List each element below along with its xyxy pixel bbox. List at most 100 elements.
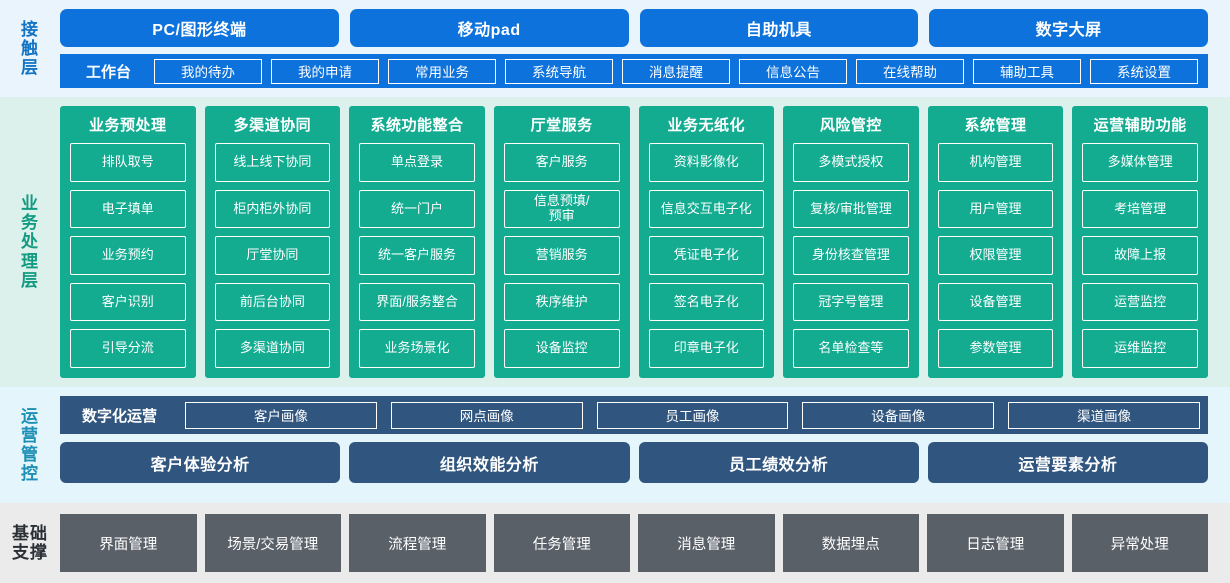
workbench-item-common-business[interactable]: 常用业务 bbox=[388, 58, 497, 84]
business-column-lobby-service: 厅堂服务 客户服务 信息预填/ 预审 营销服务 秩序维护 设备监控 bbox=[493, 106, 630, 378]
workbench-item-aux-tools[interactable]: 辅助工具 bbox=[973, 58, 1082, 84]
analysis-item-org-efficiency[interactable]: 组织效能分析 bbox=[349, 442, 630, 483]
contact-layer: 接 触 层 PC/图形终端 移动pad 自助机具 数字大屏 工作台 我的待办 我… bbox=[0, 0, 1230, 97]
business-item[interactable]: 业务预约 bbox=[70, 236, 186, 275]
business-item[interactable]: 界面/服务整合 bbox=[359, 282, 475, 322]
business-layer-label-char: 务 bbox=[21, 213, 39, 233]
business-column-multichannel: 多渠道协同 线上线下协同 柜内柜外协同 厅堂协同 前后台协同 多渠道协同 bbox=[204, 106, 341, 378]
channel-item-mobile-pad[interactable]: 移动pad bbox=[349, 9, 629, 48]
column-items: 资料影像化 信息交互电子化 凭证电子化 签名电子化 印章电子化 bbox=[648, 143, 765, 368]
business-item[interactable]: 考培管理 bbox=[1082, 189, 1198, 229]
channel-item-digital-screen[interactable]: 数字大屏 bbox=[929, 9, 1208, 48]
column-title: 系统管理 bbox=[964, 117, 1027, 134]
workbench-item-system-navigation[interactable]: 系统导航 bbox=[505, 58, 614, 84]
base-item-ui-management[interactable]: 界面管理 bbox=[60, 514, 197, 572]
business-item[interactable]: 设备监控 bbox=[503, 329, 620, 368]
business-item[interactable]: 客户服务 bbox=[503, 143, 620, 182]
business-item[interactable]: 用户管理 bbox=[937, 189, 1054, 229]
column-items: 单点登录 统一门户 统一客户服务 界面/服务整合 业务场景化 bbox=[359, 143, 475, 368]
workbench-item-my-todo[interactable]: 我的待办 bbox=[154, 58, 263, 84]
business-item[interactable]: 客户识别 bbox=[70, 282, 186, 322]
business-item[interactable]: 柜内柜外协同 bbox=[214, 189, 331, 229]
business-item[interactable]: 名单检查等 bbox=[793, 329, 909, 368]
contact-layer-body: PC/图形终端 移动pad 自助机具 数字大屏 工作台 我的待办 我的申请 常用… bbox=[60, 0, 1230, 97]
business-item[interactable]: 故障上报 bbox=[1082, 236, 1198, 275]
business-item[interactable]: 运营监控 bbox=[1082, 282, 1198, 322]
digital-operations-title: 数字化运营 bbox=[82, 407, 158, 425]
business-item[interactable]: 参数管理 bbox=[937, 329, 1054, 368]
business-item[interactable]: 厅堂协同 bbox=[214, 236, 331, 275]
column-title: 多渠道协同 bbox=[233, 117, 312, 134]
business-item[interactable]: 统一门户 bbox=[359, 189, 475, 229]
business-column-system-management: 系统管理 机构管理 用户管理 权限管理 设备管理 参数管理 bbox=[927, 106, 1064, 378]
portrait-item-branch[interactable]: 网点画像 bbox=[390, 401, 583, 429]
analysis-item-ops-factors[interactable]: 运营要素分析 bbox=[927, 442, 1208, 483]
workbench-item-message-reminder[interactable]: 消息提醒 bbox=[622, 58, 731, 84]
operations-layer-label-char: 控 bbox=[21, 464, 39, 484]
business-item[interactable]: 多渠道协同 bbox=[214, 329, 331, 368]
business-item[interactable]: 多模式授权 bbox=[793, 143, 909, 182]
base-item-scenario-transaction[interactable]: 场景/交易管理 bbox=[204, 514, 341, 572]
column-title: 厅堂服务 bbox=[530, 117, 593, 134]
portrait-item-channel[interactable]: 渠道画像 bbox=[1008, 401, 1200, 429]
portrait-item-device[interactable]: 设备画像 bbox=[802, 401, 995, 429]
business-item[interactable]: 冠字号管理 bbox=[793, 282, 909, 322]
business-item[interactable]: 多媒体管理 bbox=[1082, 143, 1198, 182]
business-item[interactable]: 凭证电子化 bbox=[648, 236, 765, 275]
column-items: 客户服务 信息预填/ 预审 营销服务 秩序维护 设备监控 bbox=[503, 143, 620, 368]
base-support-layer-label-line: 支撑 bbox=[12, 543, 48, 562]
column-title: 业务无纸化 bbox=[667, 117, 746, 134]
business-item[interactable]: 机构管理 bbox=[937, 143, 1054, 182]
workbench-title: 工作台 bbox=[86, 63, 132, 81]
business-item[interactable]: 信息预填/ 预审 bbox=[503, 189, 620, 229]
business-item[interactable]: 印章电子化 bbox=[648, 329, 765, 368]
business-item[interactable]: 排队取号 bbox=[70, 143, 186, 182]
business-item[interactable]: 设备管理 bbox=[937, 282, 1054, 322]
business-layer-label-char: 层 bbox=[21, 270, 39, 290]
business-item[interactable]: 线上线下协同 bbox=[214, 143, 331, 182]
business-item[interactable]: 业务场景化 bbox=[359, 329, 475, 368]
analysis-item-customer-experience[interactable]: 客户体验分析 bbox=[60, 442, 341, 483]
business-layer-body: 业务预处理 排队取号 电子填单 业务预约 客户识别 引导分流 多渠道协同 线上线… bbox=[60, 97, 1230, 387]
base-item-exception-handling[interactable]: 异常处理 bbox=[1071, 514, 1208, 572]
column-title: 风险管控 bbox=[819, 117, 882, 134]
business-item[interactable]: 引导分流 bbox=[70, 329, 186, 368]
portrait-item-employee[interactable]: 员工画像 bbox=[596, 401, 789, 429]
business-item[interactable]: 信息交互电子化 bbox=[648, 189, 765, 229]
business-item[interactable]: 身份核查管理 bbox=[793, 236, 909, 275]
base-item-data-tracking[interactable]: 数据埋点 bbox=[782, 514, 919, 572]
base-item-task-management[interactable]: 任务管理 bbox=[493, 514, 630, 572]
digital-operations-row: 数字化运营 客户画像 网点画像 员工画像 设备画像 渠道画像 bbox=[60, 396, 1208, 434]
base-support-layer-body: 界面管理 场景/交易管理 流程管理 任务管理 消息管理 数据埋点 日志管理 异常… bbox=[60, 503, 1230, 583]
channel-item-pc[interactable]: PC/图形终端 bbox=[60, 9, 339, 48]
business-item[interactable]: 前后台协同 bbox=[214, 282, 331, 322]
business-item[interactable]: 单点登录 bbox=[359, 143, 475, 182]
operations-layer-label-char: 管 bbox=[21, 445, 39, 464]
business-column-ops-support: 运营辅助功能 多媒体管理 考培管理 故障上报 运营监控 运维监控 bbox=[1072, 106, 1208, 378]
business-item[interactable]: 统一客户服务 bbox=[359, 236, 475, 275]
business-layer-label: 业 务 处 理 层 bbox=[0, 97, 60, 387]
business-item[interactable]: 运维监控 bbox=[1082, 329, 1198, 368]
base-item-message-management[interactable]: 消息管理 bbox=[638, 514, 775, 572]
contact-layer-label-char: 触 bbox=[21, 38, 39, 58]
operations-layer-label-char: 营 bbox=[21, 425, 39, 445]
channel-item-self-service[interactable]: 自助机具 bbox=[639, 9, 919, 48]
workbench-item-system-settings[interactable]: 系统设置 bbox=[1090, 58, 1199, 84]
base-item-process-management[interactable]: 流程管理 bbox=[349, 514, 486, 572]
column-items: 机构管理 用户管理 权限管理 设备管理 参数管理 bbox=[937, 143, 1054, 368]
business-item[interactable]: 电子填单 bbox=[70, 189, 186, 229]
workbench-item-online-help[interactable]: 在线帮助 bbox=[856, 58, 965, 84]
analysis-item-employee-performance[interactable]: 员工绩效分析 bbox=[638, 442, 919, 483]
business-item[interactable]: 复核/审批管理 bbox=[793, 189, 909, 229]
business-item[interactable]: 营销服务 bbox=[503, 236, 620, 275]
business-item[interactable]: 权限管理 bbox=[937, 236, 1054, 275]
business-item[interactable]: 签名电子化 bbox=[648, 282, 765, 322]
business-columns: 业务预处理 排队取号 电子填单 业务预约 客户识别 引导分流 多渠道协同 线上线… bbox=[60, 106, 1208, 378]
portrait-item-customer[interactable]: 客户画像 bbox=[185, 401, 377, 429]
workbench-item-announcement[interactable]: 信息公告 bbox=[739, 58, 848, 84]
base-item-log-management[interactable]: 日志管理 bbox=[927, 514, 1064, 572]
business-item[interactable]: 资料影像化 bbox=[648, 143, 765, 182]
business-item[interactable]: 秩序维护 bbox=[503, 282, 620, 322]
workbench-item-my-application[interactable]: 我的申请 bbox=[271, 58, 380, 84]
